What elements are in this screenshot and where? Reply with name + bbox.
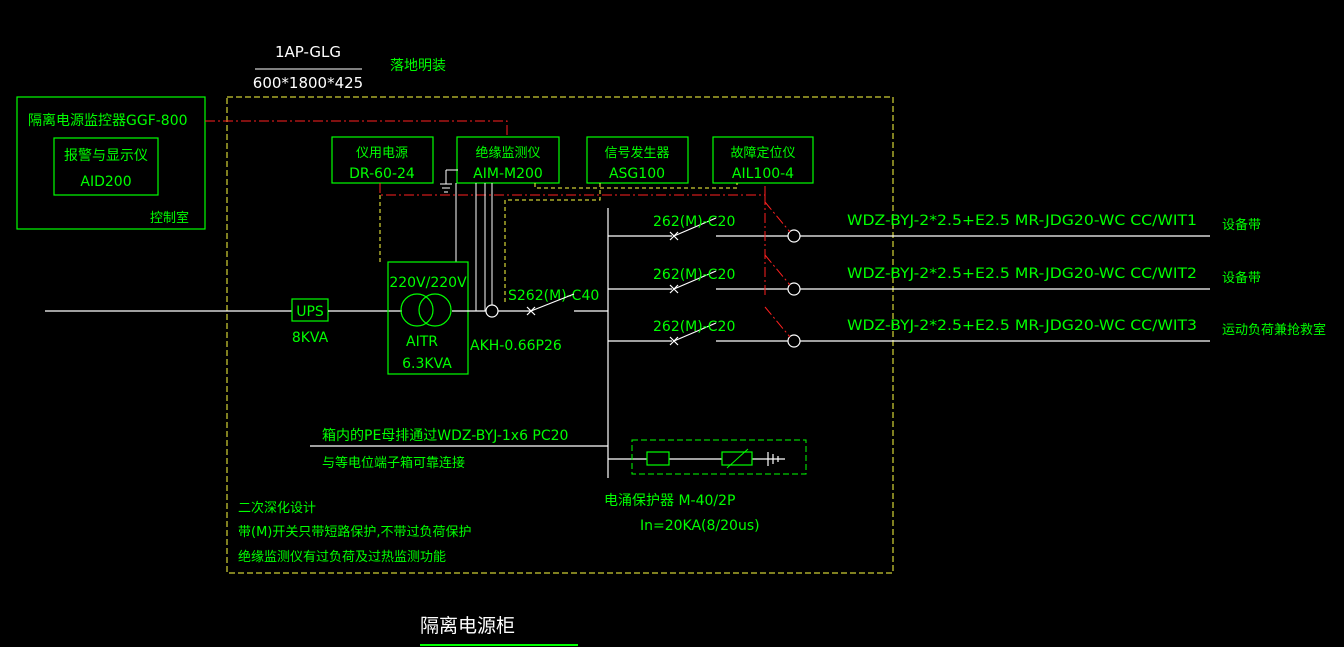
cabinet-dimensions: 600*1800*425: [253, 74, 363, 92]
fault-name: 故障定位仪: [730, 146, 795, 161]
display-unit-box: [53, 137, 159, 196]
control-room-label: 控制室: [150, 210, 189, 226]
signal-generator-module: 信号发生器 ASG100: [586, 136, 689, 184]
instrument-power-module: 仪用电源 DR-60-24: [331, 136, 434, 184]
spd-name: 电涌保护器 M-40/2P: [604, 493, 735, 509]
ground-icon: [440, 169, 458, 193]
circuit-3-load-label: 运动负荷兼抢救室: [1222, 322, 1326, 338]
circuit-1-cable-label: WDZ-BYJ-2*2.5+E2.5 MR-JDG20-WC CC/WIT1: [847, 213, 1197, 229]
main-breaker-switch-icon: [526, 293, 608, 316]
spd-rating: In=20KA(8/20us): [640, 518, 760, 534]
signal-name: 信号发生器: [604, 145, 669, 161]
circuit-1-signal-branch: [764, 201, 791, 233]
ups-box: [291, 298, 329, 322]
display-unit-name: 报警与显示仪: [64, 148, 148, 164]
signal-model: ASG100: [609, 166, 665, 182]
circuit-3-breaker-blade: [673, 322, 717, 342]
transformer-box: [387, 261, 469, 375]
insulation-name: 绝缘监测仪: [475, 145, 540, 161]
circuit-2-signal-branch: [764, 254, 791, 286]
module-link-red: [379, 183, 766, 196]
cabinet-code: 1AP-GLG: [275, 43, 341, 61]
circuit-2-breaker-label: 262(M)-C20: [653, 267, 735, 283]
note-line-3: 绝缘监测仪有过负荷及过热监测功能: [238, 549, 446, 565]
module-link-yellow: [504, 183, 601, 305]
circuit-2-breaker-blade: [673, 270, 717, 290]
insulation-model: AIM-M200: [473, 166, 543, 182]
main-breaker-label: S262(M)-C40: [508, 288, 599, 304]
circuit-3-signal-branch: [764, 306, 791, 338]
power-name: 仪用电源: [356, 146, 408, 161]
transformer-primary-coil: [400, 293, 434, 327]
circuit-3-breaker-label: 262(M)-C20: [653, 319, 735, 335]
module-link-dashed: [534, 183, 738, 189]
insulation-monitor-module: 绝缘监测仪 AIM-M200: [456, 136, 560, 184]
ct-model: AKH-0.66P26: [470, 338, 562, 354]
power-model: DR-60-24: [349, 166, 415, 182]
transformer-secondary-coil: [418, 293, 452, 327]
display-unit-model: AID200: [80, 174, 131, 190]
pe-note-line2: 与等电位端子箱可靠连接: [322, 455, 465, 471]
transformer-rating: 6.3KVA: [402, 356, 452, 372]
circuit-1-breaker-blade: [673, 217, 717, 237]
circuit-1-breaker-label: 262(M)-C20: [653, 214, 735, 230]
spd-fuse-icon: [646, 451, 670, 466]
ups-rating: 8KVA: [292, 330, 329, 346]
monitor-title: 隔离电源监控器GGF-800: [28, 112, 188, 129]
monitor-box: [16, 96, 206, 230]
transformer-model: AITR: [406, 334, 438, 350]
spd-varistor-slash: [726, 448, 749, 469]
circuit-1-load-label: 设备带: [1222, 217, 1261, 233]
monitor-signal-line: [205, 120, 508, 136]
drawing-title: 隔离电源柜: [420, 615, 515, 637]
pe-note-line1: 箱内的PE母排通过WDZ-BYJ-1x6 PC20: [322, 428, 568, 444]
circuit-2-cable-label: WDZ-BYJ-2*2.5+E2.5 MR-JDG20-WC CC/WIT2: [847, 266, 1197, 282]
circuit-2-load-label: 设备带: [1222, 270, 1261, 286]
cabinet-boundary: [226, 96, 894, 574]
spd-boundary: [631, 439, 807, 475]
spd-ground-icon: [767, 452, 779, 466]
transformer-ratio: 220V/220V: [389, 275, 467, 291]
mounting-note: 落地明装: [390, 58, 446, 74]
fault-locator-module: 故障定位仪 AIL100-4: [712, 136, 814, 184]
fault-model: AIL100-4: [732, 166, 794, 182]
ups-label: UPS: [296, 304, 324, 320]
note-line-2: 带(M)开关只带短路保护,不带过负荷保护: [238, 524, 472, 540]
note-line-1: 二次深化设计: [238, 500, 316, 516]
circuit-3-cable-label: WDZ-BYJ-2*2.5+E2.5 MR-JDG20-WC CC/WIT3: [847, 318, 1197, 334]
current-transformer-icon: [485, 304, 499, 318]
